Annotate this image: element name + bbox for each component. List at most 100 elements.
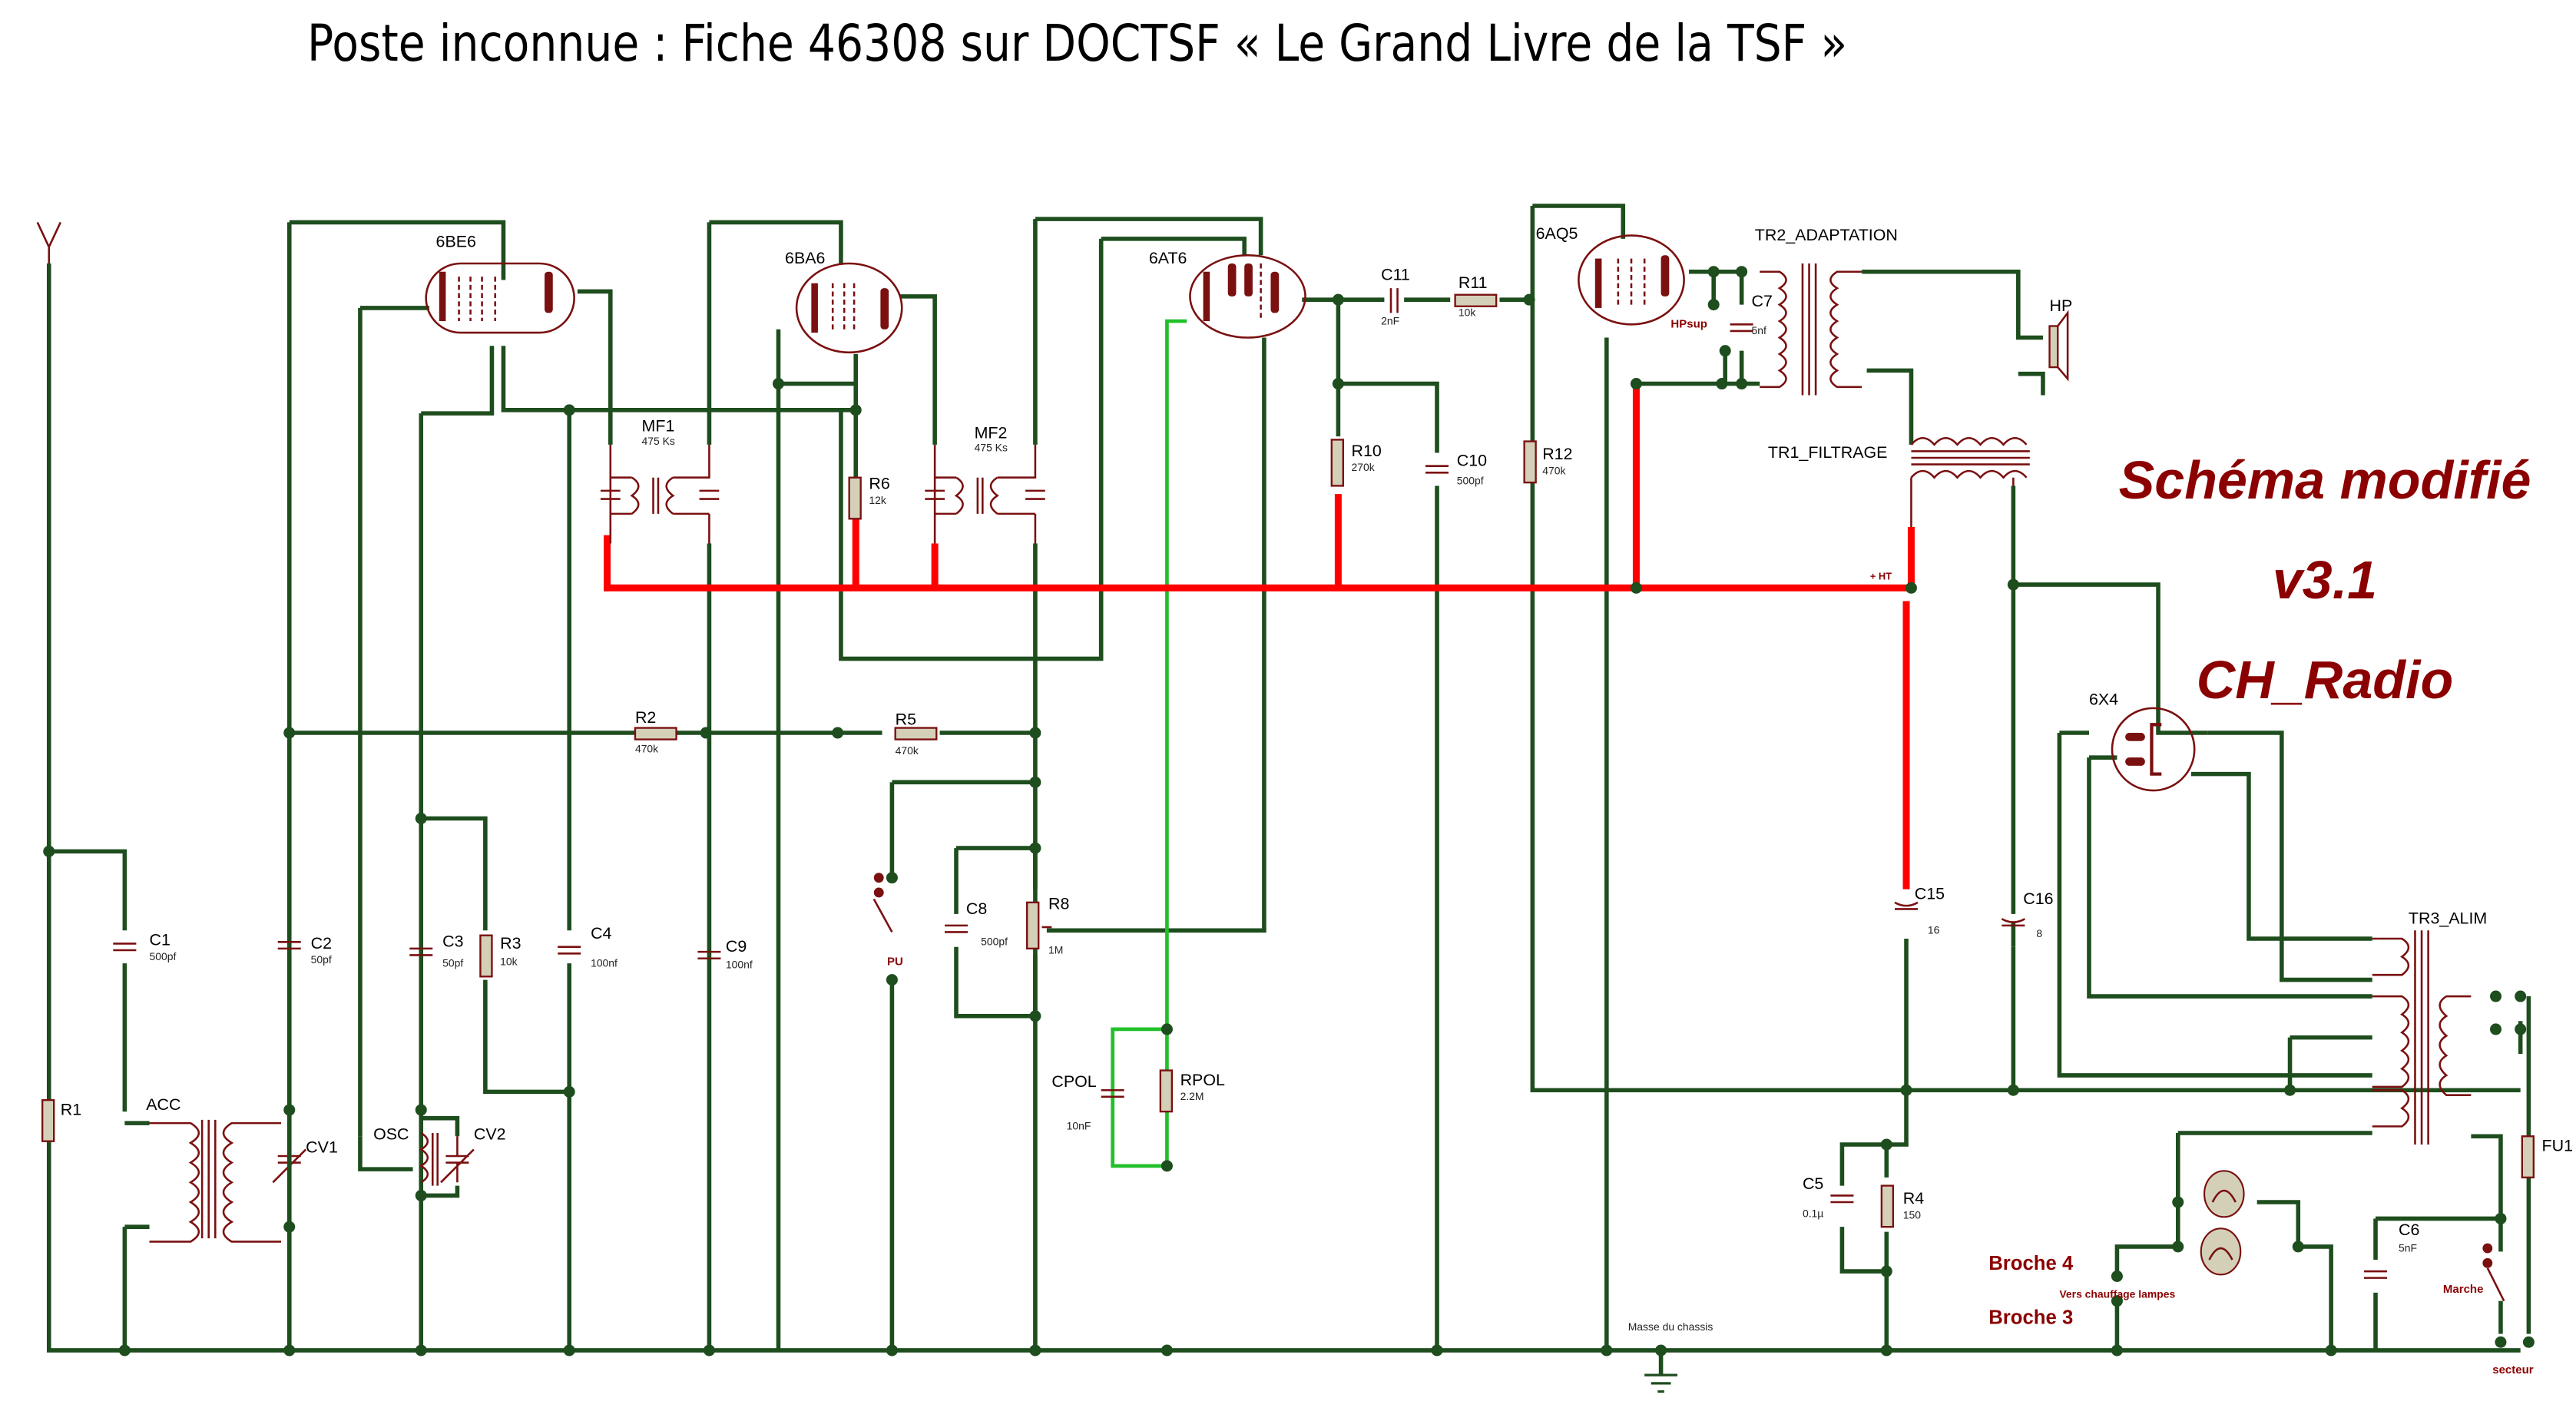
svg-text:MF1: MF1 bbox=[642, 417, 675, 436]
capacitor-c10: C10 500pf bbox=[1425, 452, 1487, 486]
svg-text:OSC: OSC bbox=[373, 1125, 409, 1144]
svg-text:10nF: 10nF bbox=[1067, 1120, 1091, 1132]
svg-text:C3: C3 bbox=[442, 933, 463, 951]
svg-text:0.1µ: 0.1µ bbox=[1803, 1207, 1823, 1219]
svg-text:100nf: 100nf bbox=[591, 956, 618, 969]
revision-stamp: Schéma modifié v3.1 CH_Radio bbox=[2074, 430, 2576, 730]
svg-text:CV1: CV1 bbox=[306, 1138, 338, 1157]
transformer-mf2: MF2 475 Ks bbox=[925, 423, 1045, 544]
page-title: Poste inconnue : Fiche 46308 sur DOCTSF … bbox=[307, 14, 1848, 73]
svg-text:1M: 1M bbox=[1048, 943, 1063, 956]
svg-text:C5: C5 bbox=[1803, 1174, 1823, 1193]
svg-text:R8: R8 bbox=[1048, 894, 1069, 913]
transformer-tr2: TR2_ADAPTATION bbox=[1755, 226, 1898, 396]
svg-text:Marche: Marche bbox=[2443, 1283, 2484, 1296]
svg-text:C10: C10 bbox=[1457, 452, 1487, 470]
pu-switch[interactable]: PU bbox=[872, 873, 903, 968]
power-switch[interactable]: Marche bbox=[2443, 1243, 2505, 1302]
transformer-acc: ACC bbox=[124, 1095, 282, 1243]
ht-label: + HT bbox=[1870, 571, 1892, 582]
svg-text:6AT6: 6AT6 bbox=[1149, 249, 1187, 267]
capacitor-cv2: CV2 bbox=[421, 1115, 506, 1198]
svg-text:16: 16 bbox=[1928, 924, 1940, 936]
svg-text:R12: R12 bbox=[1542, 445, 1572, 463]
tube-6x4: 6X4 bbox=[2089, 691, 2196, 792]
svg-text:C4: C4 bbox=[591, 924, 611, 943]
svg-text:HPsup: HPsup bbox=[1670, 318, 1707, 331]
svg-text:2.2M: 2.2M bbox=[1180, 1090, 1204, 1102]
mains-label: secteur bbox=[2492, 1363, 2534, 1377]
stamp-line-1: Schéma modifié bbox=[2118, 450, 2531, 510]
svg-text:R4: R4 bbox=[1903, 1189, 1924, 1208]
svg-text:PU: PU bbox=[887, 955, 903, 968]
svg-text:6BE6: 6BE6 bbox=[436, 233, 476, 251]
svg-text:500pf: 500pf bbox=[1457, 474, 1484, 486]
svg-text:FU1: FU1 bbox=[2542, 1137, 2573, 1155]
capacitor-c11: C11 2nF bbox=[1381, 265, 1410, 326]
svg-text:R3: R3 bbox=[500, 934, 521, 952]
transformer-tr3: TR3_ALIM bbox=[2372, 909, 2487, 1145]
svg-text:6AQ5: 6AQ5 bbox=[1536, 224, 1578, 243]
svg-text:8: 8 bbox=[2036, 927, 2042, 939]
svg-text:CV2: CV2 bbox=[474, 1125, 506, 1144]
svg-text:RPOL: RPOL bbox=[1180, 1071, 1225, 1089]
broche3-label: Broche 3 bbox=[1988, 1307, 2073, 1329]
svg-text:2nF: 2nF bbox=[1381, 314, 1399, 326]
svg-text:470k: 470k bbox=[896, 744, 919, 757]
capacitor-cpol: CPOL 10nF bbox=[1051, 1072, 1124, 1132]
svg-text:500pf: 500pf bbox=[981, 936, 1008, 948]
antenna-icon bbox=[36, 221, 61, 264]
svg-text:5nF: 5nF bbox=[2399, 1241, 2417, 1254]
resistor-r1: R1 bbox=[41, 1098, 81, 1142]
svg-text:TR3_ALIM: TR3_ALIM bbox=[2409, 909, 2487, 928]
hpsup-jack: HPsup bbox=[1670, 318, 1707, 331]
resistor-r11: R11 10k bbox=[1454, 273, 1498, 319]
capacitor-cv1: CV1 bbox=[272, 1136, 338, 1184]
svg-text:HP: HP bbox=[2050, 297, 2073, 315]
svg-text:475 Ks: 475 Ks bbox=[642, 435, 675, 447]
svg-text:CPOL: CPOL bbox=[1051, 1072, 1096, 1091]
svg-text:C16: C16 bbox=[2023, 890, 2053, 908]
svg-text:R10: R10 bbox=[1352, 442, 1382, 460]
broche4-label: Broche 4 bbox=[1988, 1253, 2074, 1274]
pilot-lamp-2 bbox=[2200, 1227, 2242, 1276]
ht-bus bbox=[604, 383, 1915, 890]
svg-text:R6: R6 bbox=[869, 475, 889, 493]
svg-text:10k: 10k bbox=[1459, 306, 1475, 319]
svg-text:100nf: 100nf bbox=[726, 959, 753, 971]
svg-text:12k: 12k bbox=[869, 494, 886, 506]
stamp-line-3: CH_Radio bbox=[2196, 650, 2454, 710]
svg-text:R1: R1 bbox=[61, 1100, 81, 1118]
transformer-mf1: MF1 475 Ks bbox=[600, 417, 720, 544]
transformer-tr1: TR1_FILTRAGE bbox=[1768, 436, 2030, 528]
pilot-lamp-1 bbox=[2203, 1170, 2245, 1218]
svg-text:270k: 270k bbox=[1352, 461, 1375, 473]
stamp-line-2: v3.1 bbox=[2272, 550, 2378, 610]
polarisation-wires bbox=[1111, 319, 1187, 1168]
wires bbox=[46, 204, 2531, 1376]
capacitor-c16: C16 8 bbox=[2001, 890, 2054, 947]
svg-text:TR1_FILTRAGE: TR1_FILTRAGE bbox=[1768, 443, 1888, 462]
svg-text:TR2_ADAPTATION: TR2_ADAPTATION bbox=[1755, 226, 1898, 244]
heater-label: Vers chauffage lampes bbox=[2059, 1287, 2175, 1300]
svg-text:C1: C1 bbox=[150, 931, 171, 949]
svg-text:C2: C2 bbox=[311, 934, 332, 952]
svg-text:C11: C11 bbox=[1381, 265, 1410, 283]
svg-text:470k: 470k bbox=[635, 743, 658, 755]
svg-text:6X4: 6X4 bbox=[2089, 691, 2118, 709]
svg-text:R11: R11 bbox=[1459, 273, 1488, 292]
junction-dots bbox=[43, 266, 2535, 1357]
